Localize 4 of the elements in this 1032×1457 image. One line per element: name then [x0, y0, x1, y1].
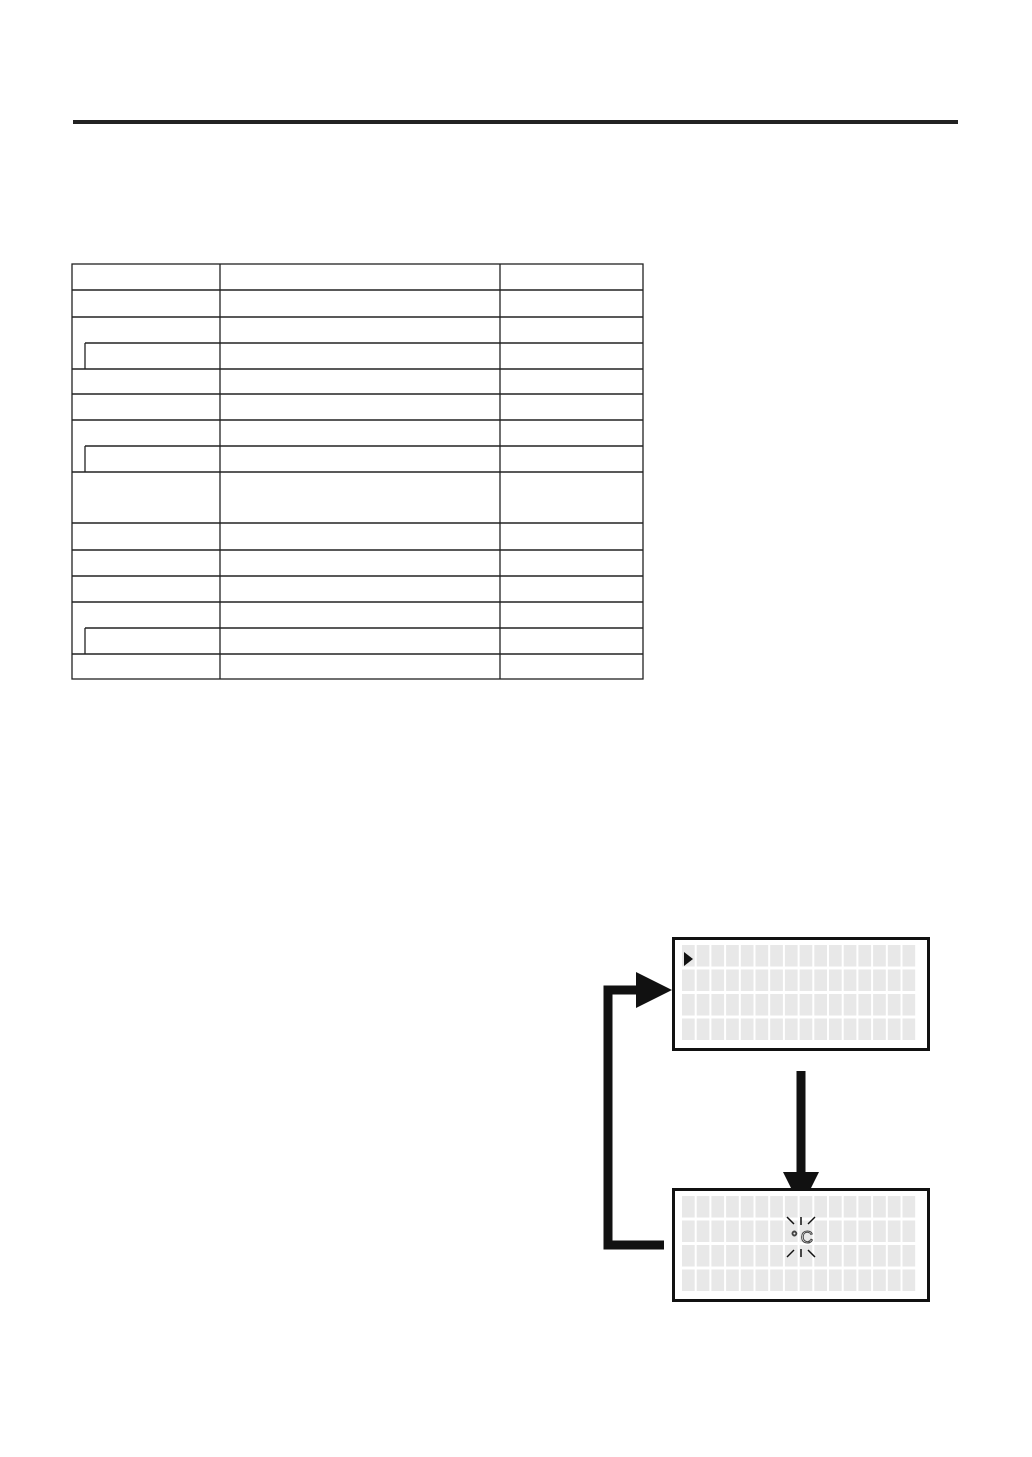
- arrow: [603, 972, 672, 1250]
- lcd-display: [672, 1188, 930, 1302]
- lcd-display: [672, 937, 930, 1051]
- temperature-reading: °C: [791, 1229, 817, 1246]
